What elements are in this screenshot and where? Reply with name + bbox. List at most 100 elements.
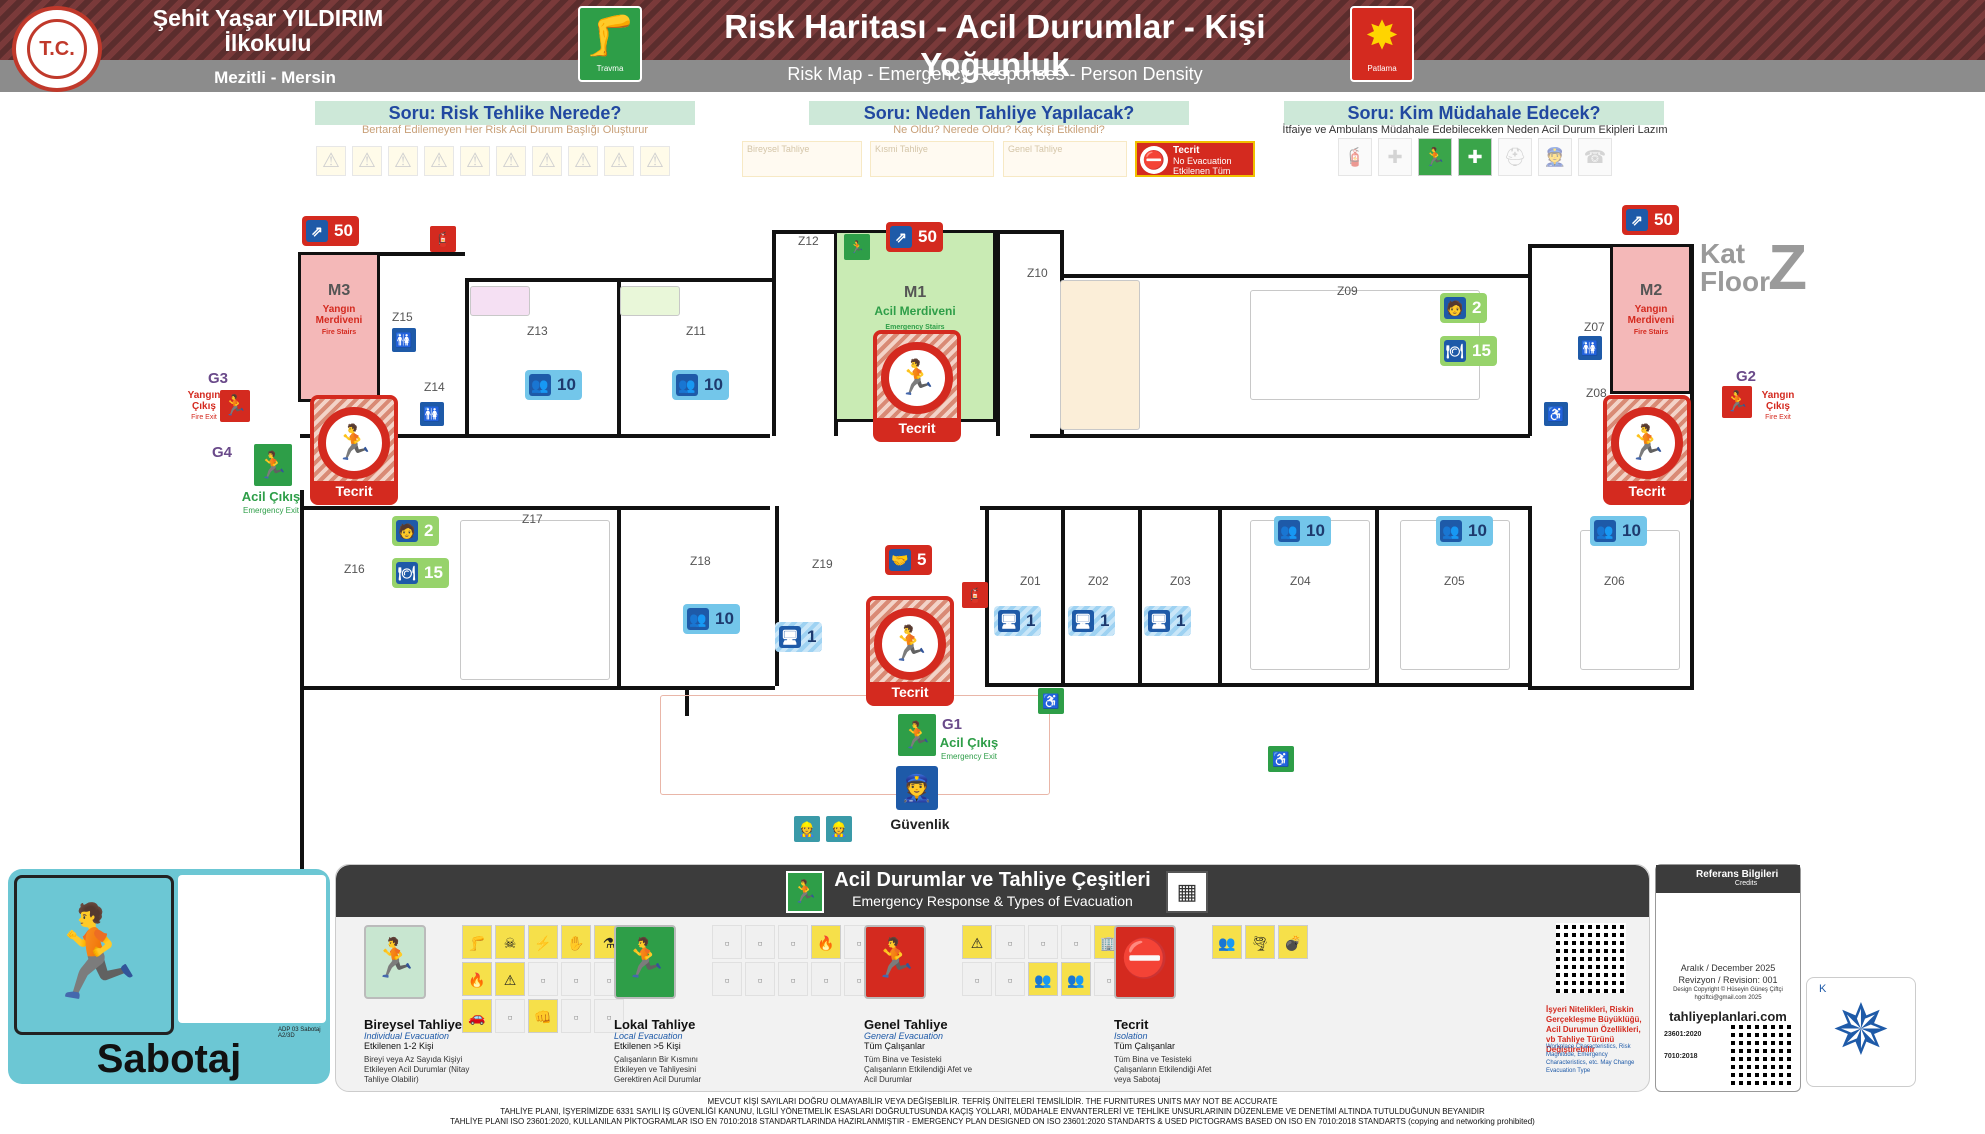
misc-icon: ▫ <box>561 999 591 1033</box>
stairs-m3-label: Yangın Merdiveni <box>315 304 363 326</box>
stairs-people-icon: ⇗ <box>306 220 328 242</box>
fire-team-icon: 🧯 <box>1338 138 1372 176</box>
tecrit-label: Tecrit <box>870 682 950 702</box>
credits-site[interactable]: tahliyeplanlari.com <box>1669 1009 1787 1024</box>
warning-icon: ⚠ <box>352 146 382 176</box>
density-count: 50 <box>918 227 937 246</box>
sabotage-icon: 🏃 <box>14 875 174 1035</box>
wall <box>1375 506 1379 686</box>
room-z18: Z18 <box>690 554 711 568</box>
fire-exit-icon: 🏃 <box>1722 386 1752 418</box>
evac-type-affected: Tüm Çalışanlar <box>1114 1041 1176 1051</box>
wall <box>772 230 776 436</box>
qr-code[interactable] <box>1731 1025 1791 1085</box>
density-badge-z09-dining: 🍽15 <box>1440 336 1497 366</box>
toilet-icon: 🚻 <box>1578 336 1602 360</box>
tecrit-banner: ⛔ Tecrit No Evacuation Etkilenen Tüm Kiş… <box>1135 141 1255 186</box>
page-title: Risk Haritası - Acil Durumlar - Kişi Yoğ… <box>724 8 1266 83</box>
response-teams-strip: 🧯 ✚ 🏃 ✚ ⛑ 👮 ☎ <box>1338 138 1612 176</box>
dining-icon: 🍽 <box>396 562 418 584</box>
stairs-m3-name: M3 <box>328 282 351 299</box>
first-aid-team-icon: ✚ <box>1458 138 1492 176</box>
tecrit-marker-m1: 🏃 Tecrit <box>873 330 961 442</box>
stairs-m1-label-en: Emergency Stairs <box>885 324 945 331</box>
no-running-icon: 🏃 <box>874 608 946 680</box>
stairs-m2-label: Yangın Merdiveni <box>1627 304 1675 326</box>
footer-line-2: TAHLİYE PLANI, İŞYERİMİZDE 6331 SAYILI İ… <box>500 1107 1485 1116</box>
evac-type-icons: 👥🌪💣 <box>1212 925 1374 959</box>
compass-north-label: K <box>1819 983 1827 995</box>
exit-g4-en: Emergency Exit <box>242 506 300 515</box>
no-running-icon: 🏃 <box>1611 407 1683 479</box>
wall <box>465 278 469 436</box>
qr-code[interactable] <box>1556 923 1626 993</box>
density-count: 15 <box>1472 341 1491 360</box>
room-z17: Z17 <box>522 512 543 526</box>
question-why: Soru: Neden Tahliye Yapılacak? <box>809 101 1189 125</box>
wall <box>685 686 689 716</box>
wheelchair-icon: ♿ <box>1544 402 1568 426</box>
exit-g3-label: G3 <box>208 370 229 387</box>
evac-type-affected: Etkilenen 1-2 Kişi <box>364 1041 434 1051</box>
local-evacuation-icon: 🏃 <box>614 925 676 999</box>
furniture <box>470 286 530 316</box>
allergy-icon: ✋ <box>561 925 591 959</box>
wall <box>1030 434 1530 438</box>
emergency-exit-icon: 🏃 <box>254 444 292 486</box>
sabotage-icon: 💣 <box>1278 925 1308 959</box>
misc-icon: ▫ <box>745 962 775 996</box>
evac-type-desc: Bireyi veya Az Sayıda Kişiyi Etkileyen A… <box>364 1055 470 1084</box>
density-badge-z18: 👥10 <box>683 604 740 634</box>
tecrit-banner-title: Tecrit <box>1173 145 1200 156</box>
assault-icon: 👊 <box>528 999 558 1033</box>
students-icon: 👥 <box>1594 520 1616 542</box>
faded-evac-general: Genel Tahliye <box>1003 141 1127 177</box>
evac-type-en: Isolation <box>1114 1031 1148 1041</box>
tecrit-label: Tecrit <box>314 481 394 501</box>
question-why-sub: Ne Oldu? Nerede Oldu? Kaç Kişi Etkilendi… <box>893 124 1105 136</box>
exit-g4-acil: Acil Çıkış <box>241 489 301 504</box>
density-count: 15 <box>424 563 443 582</box>
density-badge-z03: 🖥1 <box>1144 606 1192 636</box>
office-icon: 🖥 <box>1072 610 1094 632</box>
density-count: 2 <box>1472 298 1482 317</box>
room-z16: Z16 <box>344 562 365 576</box>
evac-type-en: Local Evacuation <box>614 1031 683 1041</box>
qr-code[interactable] <box>178 875 326 1023</box>
iso-23601: 23601:2020 <box>1664 1031 1702 1038</box>
trauma-icon: 🦵 <box>462 925 492 959</box>
fire-exit-g3-label-en: Fire Exit <box>191 414 217 421</box>
misc-icon: ▫ <box>1061 925 1091 959</box>
evac-type-icons: 🦵☠⚡✋⚗ 🔥⚠▫▫▫ 🚗▫👊▫▫ <box>462 925 624 1033</box>
running-man-icon: 🏃 <box>844 234 870 260</box>
room-z09: Z09 <box>1337 284 1358 298</box>
warning-icon: ⚠ <box>640 146 670 176</box>
credits-subtitle: Credits <box>1734 880 1758 887</box>
warning-icon: ⚠ <box>604 146 634 176</box>
evac-type-name: Bireysel Tahliye <box>364 1017 463 1032</box>
room-z01: Z01 <box>1020 574 1041 588</box>
furniture <box>1060 280 1140 430</box>
stairs-people-icon: ⇗ <box>1626 209 1648 231</box>
wall <box>300 252 465 256</box>
density-count: 1 <box>1176 611 1186 630</box>
office-icon: 🖥 <box>779 626 801 648</box>
evac-type-desc: Çalışanların Bir Kısmını Etkileyen ve Ta… <box>614 1055 702 1084</box>
evacuation-note-en: Workplace Characteristics, Risk Magnitud… <box>1546 1044 1635 1074</box>
floor-kat: Kat <box>1700 238 1746 269</box>
sabotaj-code: ADP 03 Sabotaj A2/3D <box>278 1027 321 1039</box>
stairs-m2 <box>1610 244 1692 394</box>
emergency-exit-icon: 🏃 <box>898 714 936 756</box>
evac-type-affected: Etkilenen >5 Kişi <box>614 1041 681 1051</box>
handshake-icon: 🤝 <box>889 549 911 571</box>
tecrit-label: Tecrit <box>1607 481 1687 501</box>
floor-plan-icon: ▦ <box>1166 871 1208 913</box>
no-running-icon: ⛔ <box>1140 146 1168 174</box>
density-count: 10 <box>1306 521 1325 540</box>
team-icon: 👷 <box>794 816 820 842</box>
evac-type-name: Lokal Tahliye <box>614 1017 696 1032</box>
evac-type-individual: 🏃 Bireysel Tahliye Individual Evacuation… <box>350 925 624 1085</box>
